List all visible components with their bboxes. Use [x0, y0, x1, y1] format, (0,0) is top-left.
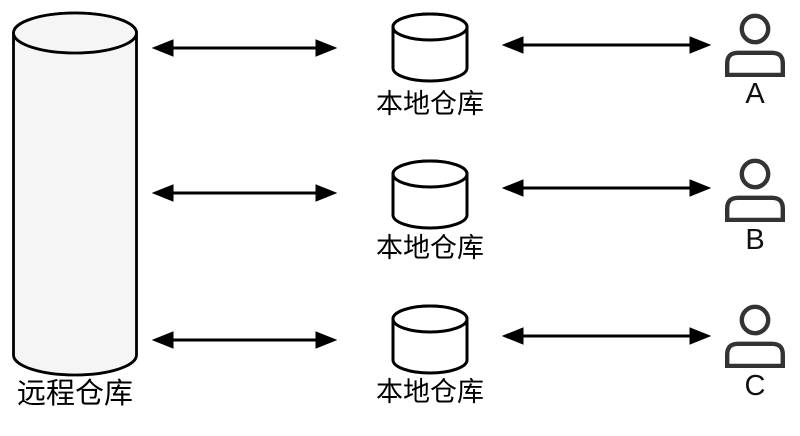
arrowhead-left: [502, 36, 524, 54]
remote-repo-label: 远程仓库: [16, 378, 133, 410]
arrowhead-right: [315, 184, 337, 202]
arrow-remote-to-local-c: [152, 331, 337, 349]
arrow-local-to-user-c: [502, 327, 711, 345]
arrowhead-left: [152, 184, 174, 202]
user-label: A: [745, 78, 765, 110]
arrowhead-right: [315, 39, 337, 57]
arrowhead-left: [152, 39, 174, 57]
arrow-remote-to-local-b: [152, 184, 337, 202]
arrowhead-left: [502, 327, 524, 345]
user-head: [739, 13, 771, 45]
local-repo-cylinder-icon: [391, 159, 469, 230]
user-head: [739, 304, 771, 336]
cylinder-top: [391, 304, 469, 334]
user-head: [739, 158, 771, 190]
user-label: B: [745, 224, 765, 256]
arrowhead-right: [689, 36, 711, 54]
user-icon: [725, 304, 785, 368]
arrowhead-left: [502, 179, 524, 197]
arrow-local-to-user-a: [502, 36, 711, 54]
arrowhead-right: [689, 327, 711, 345]
arrow-remote-to-local-a: [152, 39, 337, 57]
arrowhead-right: [689, 179, 711, 197]
local-repo-cylinder-icon: [391, 12, 469, 83]
local-repo-label: 本地仓库: [376, 89, 484, 119]
cylinder-top: [391, 159, 469, 189]
cylinder-body: [12, 11, 138, 377]
local-repo-label: 本地仓库: [376, 377, 484, 407]
user-icon: [725, 158, 785, 222]
user-icon: [725, 13, 785, 77]
user-label: C: [744, 370, 766, 402]
user-body: [725, 195, 785, 222]
cylinder-top: [391, 12, 469, 42]
user-body: [725, 50, 785, 77]
user-body: [725, 341, 785, 368]
local-repo-cylinder-icon: [391, 304, 469, 375]
arrowhead-right: [315, 331, 337, 349]
local-repo-label: 本地仓库: [376, 233, 484, 263]
arrow-local-to-user-b: [502, 179, 711, 197]
arrowhead-left: [152, 331, 174, 349]
cylinder-top: [12, 11, 138, 55]
remote-repo-cylinder-icon: [12, 11, 138, 377]
